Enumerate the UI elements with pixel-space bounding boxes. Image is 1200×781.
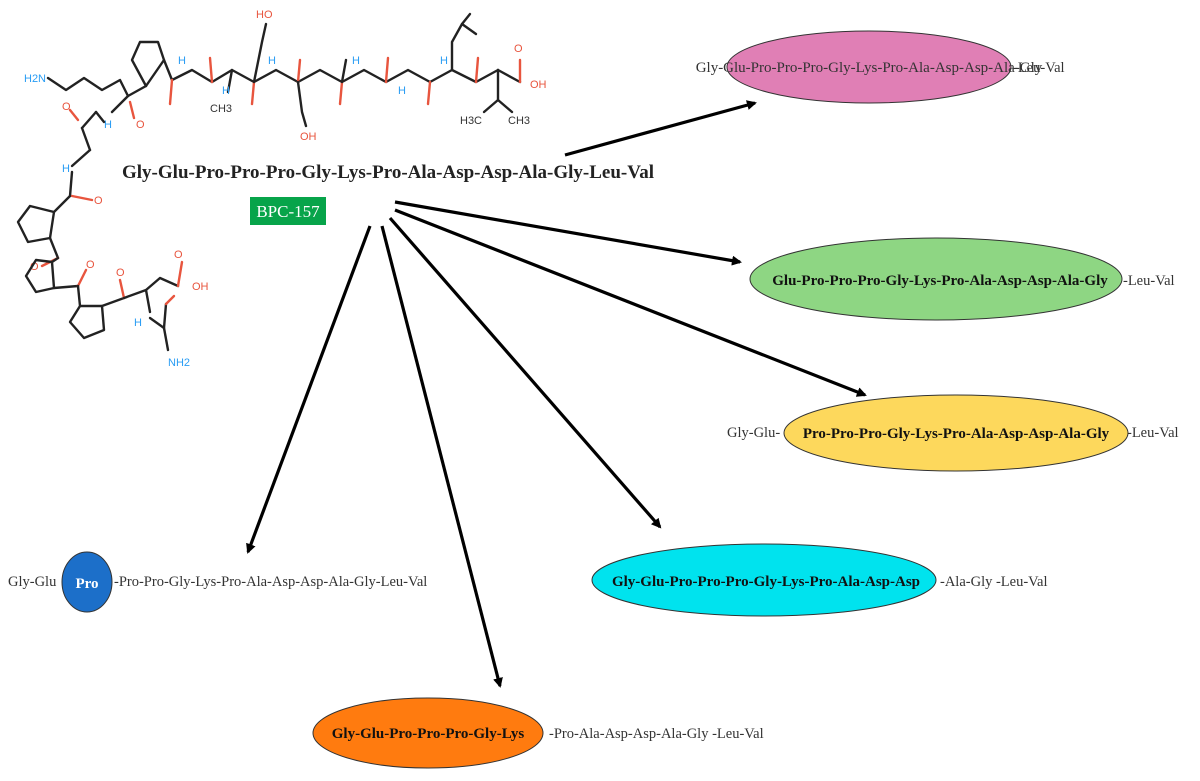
fragment-green: Glu-Pro-Pro-Pro-Gly-Lys-Pro-Ala-Asp-Asp-… <box>749 237 1175 321</box>
fragment-remainder: -Leu-Val <box>1123 273 1175 289</box>
amide-n-label: H <box>440 55 448 67</box>
arrow-to-pink-fragment <box>564 100 757 157</box>
hydroxyl-label: OH <box>530 79 547 91</box>
amide-n-label: H <box>222 85 230 97</box>
amine-label-bottom: NH2 <box>168 357 190 369</box>
fragment-pink: Gly-Glu-Pro-Pro-Pro-Gly-Lys-Pro-Ala-Asp-… <box>696 30 1065 104</box>
fragment-remainder: -Leu-Val <box>1127 425 1179 441</box>
fragment-highlight: Gly-Glu-Pro-Pro-Pro-Gly-Lys-Pro-Ala-Asp-… <box>696 60 1043 76</box>
amide-n-label: H <box>398 85 406 97</box>
fragment-highlight: Gly-Glu-Pro-Pro-Pro-Gly-Lys-Pro-Ala-Asp-… <box>612 574 920 590</box>
fragment-ellipse <box>61 551 113 613</box>
amine-label-top: H2N <box>24 73 46 85</box>
fragment-ellipse <box>312 697 544 769</box>
top-backbone: CH3 HO OH H3C CH3 O OH H H H H H H <box>130 9 547 143</box>
methyl-label: H3C <box>460 115 482 127</box>
oxygen-label: O <box>136 119 145 131</box>
bpc157-badge <box>250 197 326 225</box>
arrow-to-blue-fragment <box>246 225 372 554</box>
methyl-label: CH3 <box>508 115 530 127</box>
fragment-highlight: Pro-Pro-Pro-Gly-Lys-Pro-Ala-Asp-Asp-Ala-… <box>803 426 1110 442</box>
lysine-side-chain: H2N <box>24 73 130 98</box>
fragment-ellipse <box>749 237 1123 321</box>
hydroxyl-label: HO <box>256 9 273 21</box>
methyl-label: CH3 <box>210 103 232 115</box>
oxygen-label: O <box>62 101 71 113</box>
oxygen-label: O <box>116 267 125 279</box>
fragment-prefix: Gly-Glu <box>8 574 56 590</box>
fragment-highlight: Gly-Glu-Pro-Pro-Pro-Gly-Lys <box>332 726 525 742</box>
oxygen-label: O <box>174 249 183 261</box>
arrow-to-green-fragment <box>394 200 742 266</box>
bpc157-structure-drawing: H2N O H O H O O <box>16 9 547 369</box>
fragment-remainder: -Pro-Ala-Asp-Asp-Ala-Gly -Leu-Val <box>549 726 764 742</box>
amide-n-label: H <box>104 119 112 131</box>
fragment-ellipse <box>591 543 937 617</box>
fragment-blue: Gly-Glu Pro -Pro-Pro-Gly-Lys-Pro-Ala-Asp… <box>8 551 427 613</box>
hydroxyl-label: OH <box>192 281 209 293</box>
fragment-remainder: -Ala-Gly -Leu-Val <box>940 574 1048 590</box>
fragment-remainder: -Pro-Pro-Gly-Lys-Pro-Ala-Asp-Asp-Ala-Gly… <box>114 574 427 590</box>
amide-n-label: H <box>352 55 360 67</box>
oxygen-label: O <box>30 261 39 273</box>
fragment-ellipse <box>783 394 1129 472</box>
amide-n-label: H <box>134 317 142 329</box>
amide-n-label: H <box>268 55 276 67</box>
hydroxyl-label: OH <box>300 131 317 143</box>
fragment-cyan: Gly-Glu-Pro-Pro-Pro-Gly-Lys-Pro-Ala-Asp-… <box>591 543 1048 617</box>
fragment-yellow: Gly-Glu- Pro-Pro-Pro-Gly-Lys-Pro-Ala-Asp… <box>727 394 1179 472</box>
amide-n-label: H <box>62 163 70 175</box>
fragment-remainder: -Leu-Val <box>1013 60 1065 76</box>
amide-n-label: H <box>178 55 186 67</box>
arrow-to-yellow-fragment <box>394 208 867 397</box>
oxygen-label: O <box>94 195 103 207</box>
bpc157-sequence: Gly-Glu-Pro-Pro-Pro-Gly-Lys-Pro-Ala-Asp-… <box>122 162 654 183</box>
oxygen-label: O <box>514 43 523 55</box>
arrow-to-cyan-fragment <box>388 216 662 529</box>
cleavage-arrows <box>246 100 867 688</box>
fragment-prefix: Gly-Glu- <box>727 425 780 441</box>
fragment-highlight: Pro <box>75 576 98 592</box>
fragment-highlight: Glu-Pro-Pro-Pro-Gly-Lys-Pro-Ala-Asp-Asp-… <box>772 273 1108 289</box>
oxygen-label: O <box>86 259 95 271</box>
fragment-ellipse <box>726 30 1012 104</box>
bpc157-badge-label: BPC-157 <box>256 202 320 221</box>
arrow-to-orange-fragment <box>380 225 503 688</box>
fragment-orange: Gly-Glu-Pro-Pro-Pro-Gly-Lys -Pro-Ala-Asp… <box>312 697 764 769</box>
left-backbone: O H O H O O O O <box>16 84 209 369</box>
